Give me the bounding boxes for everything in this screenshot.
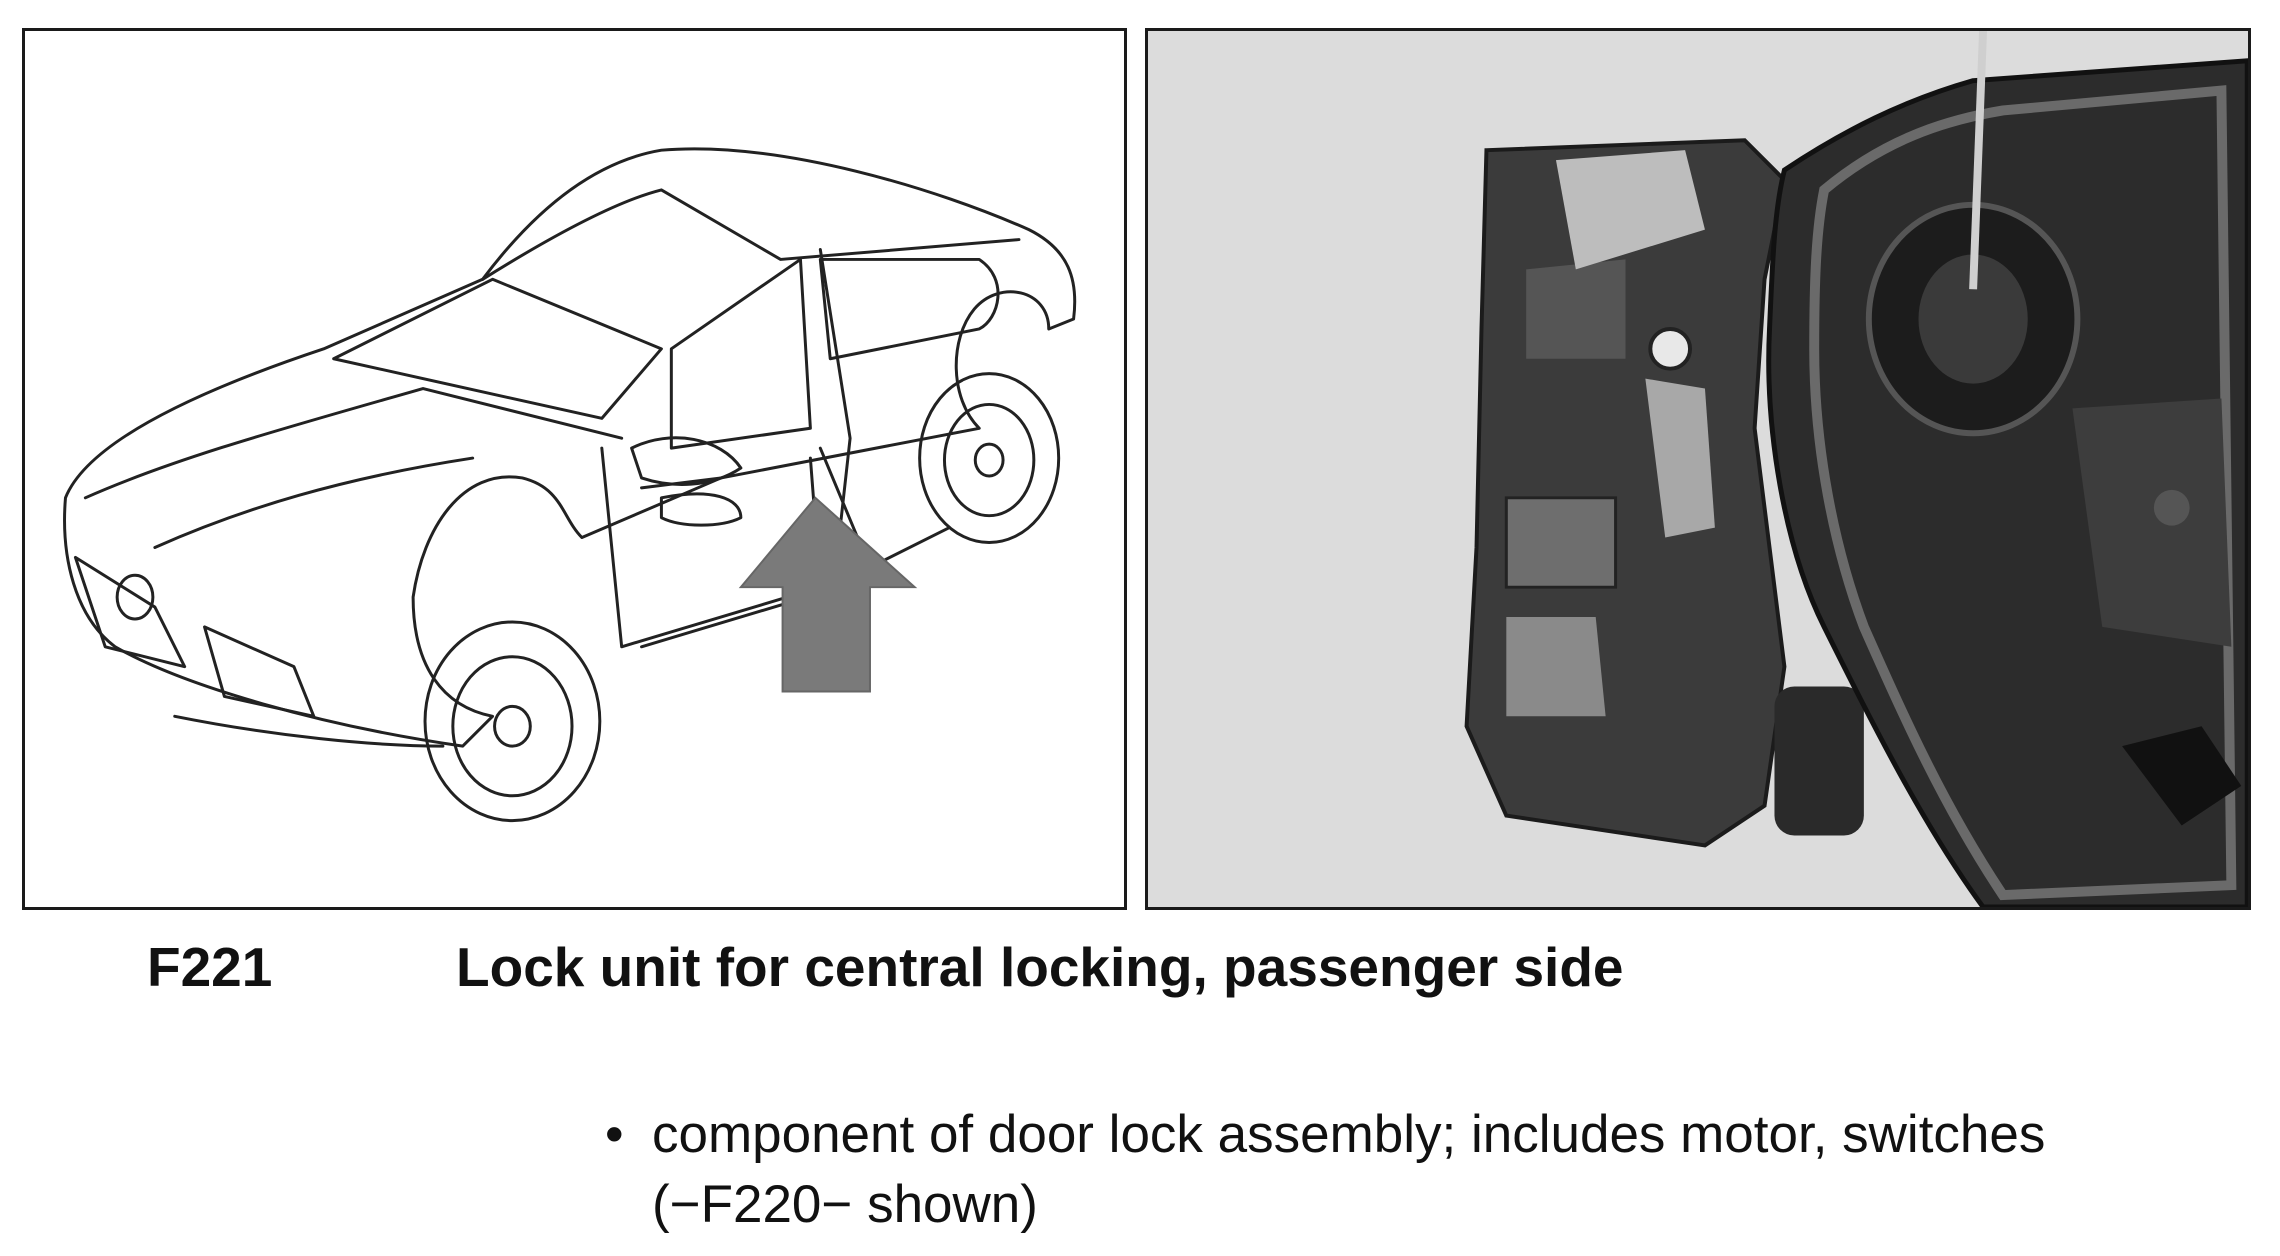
car-line-drawing bbox=[63, 147, 1077, 823]
bullet-icon: • bbox=[605, 1105, 624, 1164]
note-text: component of door lock assembly; include… bbox=[652, 1105, 2046, 1234]
component-code: F221 bbox=[147, 936, 273, 998]
lock-assembly-photo bbox=[1148, 31, 2248, 907]
component-title: Lock unit for central locking, passenger… bbox=[456, 936, 1624, 998]
car-illustration-panel bbox=[22, 28, 1127, 910]
lock-assembly-photo-panel bbox=[1145, 28, 2251, 910]
pointer-arrow bbox=[738, 496, 918, 693]
